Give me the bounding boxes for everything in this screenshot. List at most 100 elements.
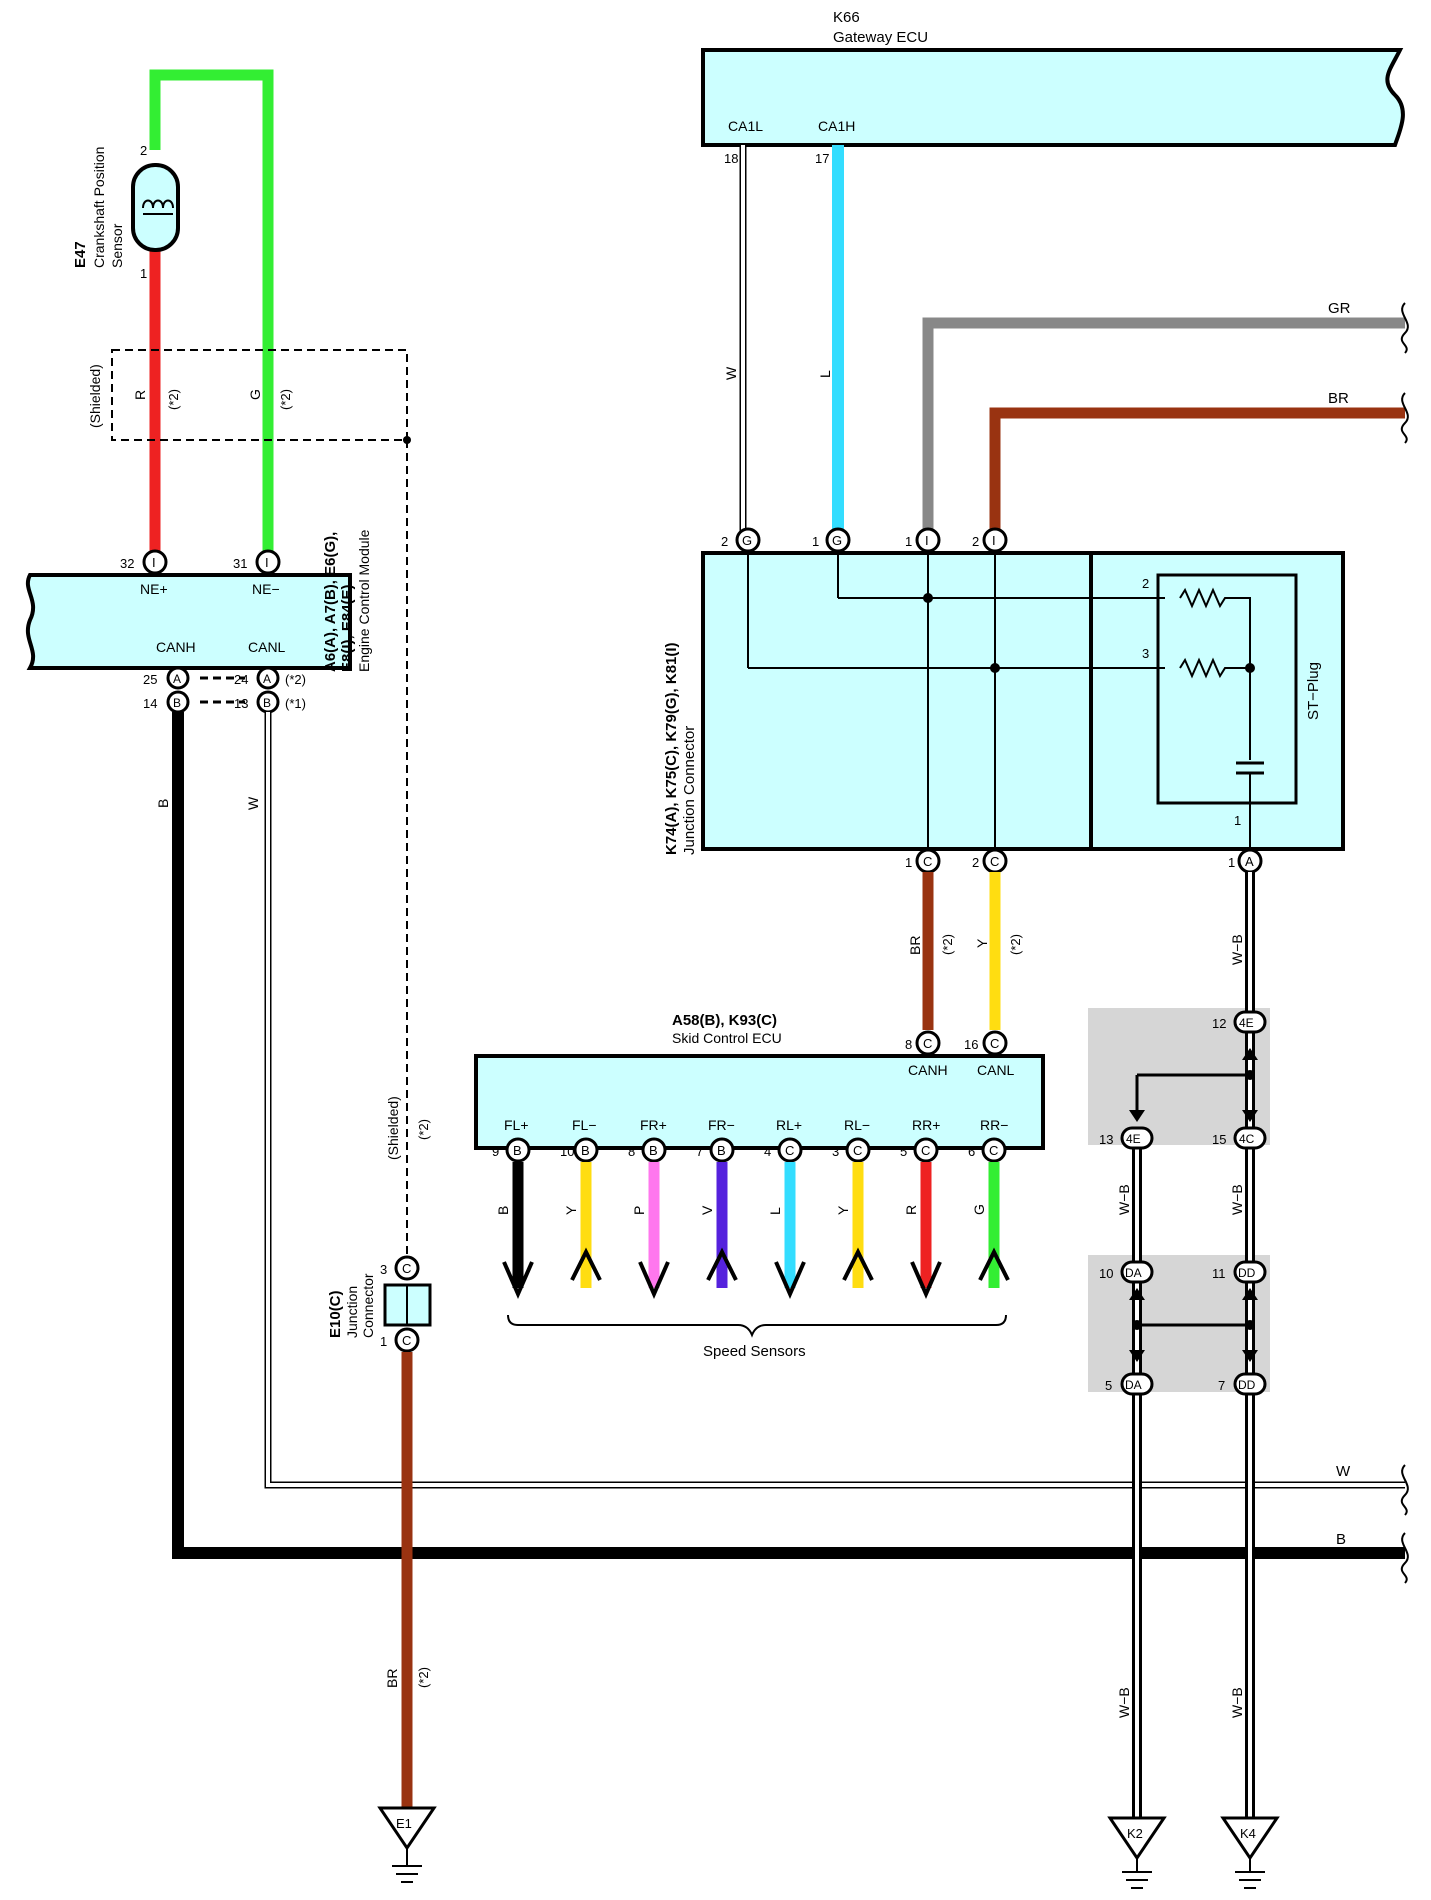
splice-connectors: 4E 12 4E 13 4C 15 DA 10 DD 11 DA 5 DD 7 bbox=[1099, 1010, 1267, 1396]
shield-wire-r: R bbox=[132, 390, 148, 400]
skid-pin-connector bbox=[505, 1137, 531, 1163]
skid-pin-letter: B bbox=[717, 1143, 726, 1158]
jc-pin-i-2: I bbox=[992, 533, 996, 548]
wire-gr: GR bbox=[922, 300, 1409, 535]
skid-pin-connector bbox=[845, 1137, 871, 1163]
splice-no-10: 10 bbox=[1099, 1266, 1113, 1281]
sensor-name-2: Sensor bbox=[109, 223, 125, 268]
sensor-id: E47 bbox=[72, 241, 89, 268]
shield-note-r: (*2) bbox=[166, 389, 181, 410]
skid-pin-number: 10 bbox=[560, 1144, 574, 1159]
skid-pin-letter: B bbox=[649, 1143, 658, 1158]
arrow-down-icon bbox=[774, 1261, 806, 1299]
wire-label-w-left: W bbox=[245, 796, 261, 810]
ecm-pin-a-25: A bbox=[173, 672, 181, 686]
skid-pin-connector bbox=[777, 1137, 803, 1163]
jc-no-2a: 2 bbox=[721, 534, 728, 549]
splice-dd-bot: DD bbox=[1238, 1378, 1256, 1392]
jc-pin-i-1: I bbox=[925, 533, 929, 548]
arrow-up-icon bbox=[706, 1247, 738, 1281]
jc-no-2c: 2 bbox=[972, 855, 979, 870]
ground-k2: K2 bbox=[1107, 1816, 1167, 1889]
jc-name: Junction Connector bbox=[681, 726, 698, 855]
wb-label-mid-right: W−B bbox=[1229, 1184, 1245, 1215]
gateway-name: Gateway ECU bbox=[833, 29, 928, 46]
ecm-pin-i-31: I bbox=[265, 555, 269, 570]
canh-wire-br: BR bbox=[907, 936, 923, 955]
ecm-no-32: 32 bbox=[120, 556, 134, 571]
e10-id: E10(C) bbox=[327, 1290, 344, 1338]
ecm-id-2: E8(I), E84(E) bbox=[339, 584, 356, 672]
splice-no-7: 7 bbox=[1218, 1378, 1225, 1393]
gateway-ecu: K66 Gateway ECU CA1L CA1H 18 17 bbox=[701, 9, 1405, 166]
canh-wire-note: (*2) bbox=[940, 934, 955, 955]
skid-pin-label: RL− bbox=[844, 1117, 870, 1133]
skid-pin-connector bbox=[573, 1137, 599, 1163]
skid-name: Skid Control ECU bbox=[672, 1030, 782, 1046]
splice-no-15: 15 bbox=[1212, 1132, 1226, 1147]
e10-pin-c-1: C bbox=[402, 1333, 411, 1348]
speed-sensor-wire-label: R bbox=[903, 1205, 919, 1215]
speed-sensors-label: Speed Sensors bbox=[703, 1343, 806, 1360]
jc-no-1c: 1 bbox=[905, 855, 912, 870]
gateway-pin-ca1l: CA1L bbox=[728, 118, 763, 134]
shield-note-2: (*2) bbox=[416, 1119, 431, 1140]
sensor-pin-2: 2 bbox=[140, 143, 147, 158]
wire-br: BR bbox=[989, 390, 1409, 535]
splice-dd-top: DD bbox=[1238, 1266, 1256, 1280]
wire-w-ca1l: W bbox=[723, 145, 747, 535]
skid-pin-letter: C bbox=[921, 1143, 930, 1158]
ecm-no-14: 14 bbox=[143, 696, 157, 711]
st-plug-label: ST−Plug bbox=[1305, 662, 1322, 720]
jc-pin-g-1: G bbox=[742, 533, 752, 548]
skid-pin-number: 3 bbox=[832, 1144, 839, 1159]
speed-sensor-wire-label: B bbox=[495, 1206, 511, 1215]
wire-label-br: BR bbox=[1328, 390, 1349, 407]
skid-pin-number: 6 bbox=[968, 1144, 975, 1159]
skid-pin-label: RR− bbox=[980, 1117, 1008, 1133]
gateway-pin-17: 17 bbox=[815, 151, 829, 166]
wb-label-top: W−B bbox=[1229, 934, 1245, 965]
ecm-id-1: A6(A), A7(B), E6(G), bbox=[322, 532, 339, 672]
canl-wire-y: Y bbox=[974, 938, 990, 948]
ecm-note-1: (*1) bbox=[285, 696, 306, 711]
skid-pin-c-16: C bbox=[990, 1036, 999, 1051]
ecm-no-25: 25 bbox=[143, 672, 157, 687]
ground-e1-label: E1 bbox=[396, 1816, 412, 1831]
skid-canh: CANH bbox=[908, 1062, 948, 1078]
speed-sensor-wire-label: P bbox=[631, 1206, 647, 1215]
ecm-no-13: 13 bbox=[234, 696, 248, 711]
ground-k2-label: K2 bbox=[1127, 1826, 1143, 1841]
skid-pin-number: 9 bbox=[492, 1144, 499, 1159]
shield-label: (Shielded) bbox=[87, 364, 103, 428]
wb-label-mid-left: W−B bbox=[1116, 1184, 1132, 1215]
splice-da-top: DA bbox=[1125, 1266, 1142, 1280]
jc-id: K74(A), K75(C), K79(G), K81(I) bbox=[663, 642, 680, 855]
ecm-canl: CANL bbox=[248, 639, 286, 655]
engine-control-module: I I 32 31 NE+ NE− CANH CANL A6(A), A7(B)… bbox=[26, 529, 372, 714]
sensor-pin-1: 1 bbox=[140, 266, 147, 281]
skid-pin-letter: B bbox=[581, 1143, 590, 1158]
wire-label-l: L bbox=[817, 370, 833, 378]
e10-name-2: Connector bbox=[360, 1273, 376, 1338]
skid-no-16: 16 bbox=[964, 1037, 978, 1052]
junction-connector: G G I I 2 1 1 2 2 3 1 ST−Plug K74(A), K7… bbox=[663, 527, 1345, 874]
arrow-up-icon bbox=[570, 1247, 602, 1281]
st-plug-pin-2: 2 bbox=[1142, 576, 1149, 591]
ecm-no-24: 24 bbox=[234, 672, 248, 687]
arrow-up-icon bbox=[842, 1247, 874, 1281]
gateway-id: K66 bbox=[833, 9, 860, 26]
splice-4e-top: 4E bbox=[1239, 1016, 1254, 1030]
skid-canl: CANL bbox=[977, 1062, 1015, 1078]
ecm-note-2: (*2) bbox=[285, 672, 306, 687]
skid-pin-connector bbox=[981, 1137, 1007, 1163]
skid-pin-label: FL+ bbox=[504, 1117, 529, 1133]
skid-pin-connector bbox=[709, 1137, 735, 1163]
skid-pin-number: 5 bbox=[900, 1144, 907, 1159]
skid-pin-number: 4 bbox=[764, 1144, 771, 1159]
e10-junction-connector: C 3 C 1 E10(C) Junction Connector BR (*2… bbox=[327, 1255, 432, 1810]
jc-no-1b: 1 bbox=[905, 534, 912, 549]
skid-pin-label: FR− bbox=[708, 1117, 735, 1133]
ground-k4-label: K4 bbox=[1240, 1826, 1256, 1841]
jc-pin-a: A bbox=[1245, 854, 1254, 869]
